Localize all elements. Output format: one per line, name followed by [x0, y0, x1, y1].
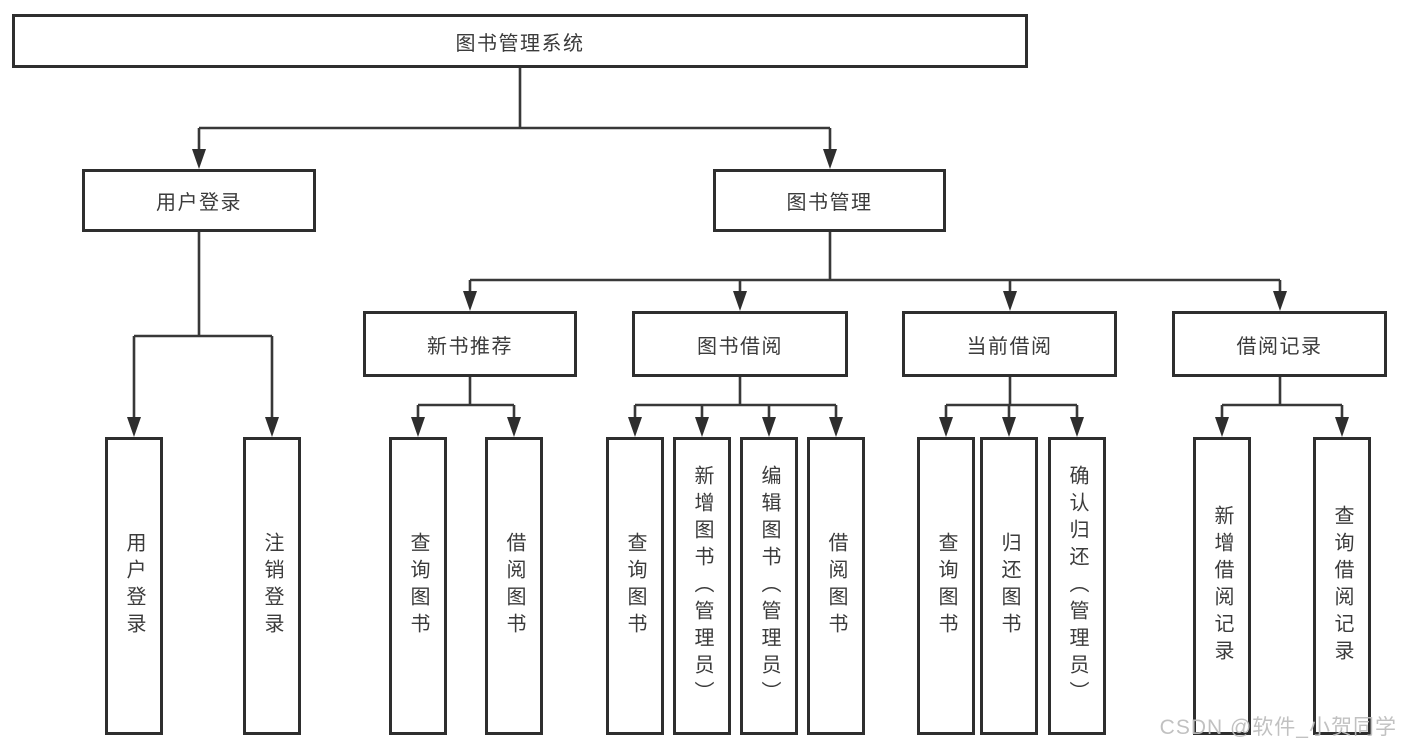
leaf-edit-book-admin: 编辑图书（管理员） — [740, 437, 798, 735]
node-label: 当前借阅 — [966, 335, 1053, 358]
node-label: 查询图书 — [935, 532, 957, 640]
arrowheads — [127, 149, 1349, 437]
leaf-borrow-books-recommend: 借阅图书 — [485, 437, 543, 735]
node-current-borrowing: 当前借阅 — [902, 311, 1117, 377]
leaf-query-books-current: 查询图书 — [917, 437, 975, 735]
node-book-management-branch: 图书管理 — [713, 169, 946, 232]
node-root-library-system: 图书管理系统 — [12, 14, 1028, 68]
leaf-logout: 注销登录 — [243, 437, 301, 735]
node-label: 查询图书 — [624, 532, 646, 640]
node-label: 借阅图书 — [503, 532, 525, 640]
node-borrowing-records: 借阅记录 — [1172, 311, 1387, 377]
node-label: 查询借阅记录 — [1331, 505, 1353, 667]
leaf-query-borrow-record: 查询借阅记录 — [1313, 437, 1371, 735]
watermark: CSDN @软件_小贺同学 — [1159, 716, 1397, 739]
node-label: 新书推荐 — [427, 335, 513, 358]
node-label: 借阅图书 — [825, 532, 847, 640]
leaf-user-login: 用户登录 — [105, 437, 163, 735]
leaf-add-borrow-record: 新增借阅记录 — [1193, 437, 1251, 735]
leaf-add-book-admin: 新增图书（管理员） — [673, 437, 731, 735]
node-label: 图书管理 — [786, 192, 873, 214]
node-label: 确认归还（管理员） — [1066, 464, 1088, 708]
node-user-login-branch: 用户登录 — [82, 169, 316, 232]
node-label: 图书借阅 — [697, 335, 783, 358]
node-label: 注销登录 — [261, 532, 283, 640]
leaf-confirm-return-admin: 确认归还（管理员） — [1048, 437, 1106, 735]
node-label: 图书管理系统 — [455, 32, 585, 55]
node-label: 用户登录 — [123, 532, 145, 640]
node-label: 归还图书 — [998, 532, 1020, 640]
node-label: 新增借阅记录 — [1211, 505, 1233, 667]
leaf-query-books-recommend: 查询图书 — [389, 437, 447, 735]
leaf-borrow-books: 借阅图书 — [807, 437, 865, 735]
leaf-query-books-borrow: 查询图书 — [606, 437, 664, 735]
node-book-borrowing: 图书借阅 — [632, 311, 848, 377]
node-label: 查询图书 — [407, 532, 429, 640]
node-label: 借阅记录 — [1236, 335, 1323, 358]
node-new-book-recommend: 新书推荐 — [363, 311, 577, 377]
node-label: 编辑图书（管理员） — [758, 464, 780, 708]
leaf-return-book: 归还图书 — [980, 437, 1038, 735]
node-label: 用户登录 — [156, 192, 242, 214]
node-label: 新增图书（管理员） — [691, 464, 713, 708]
